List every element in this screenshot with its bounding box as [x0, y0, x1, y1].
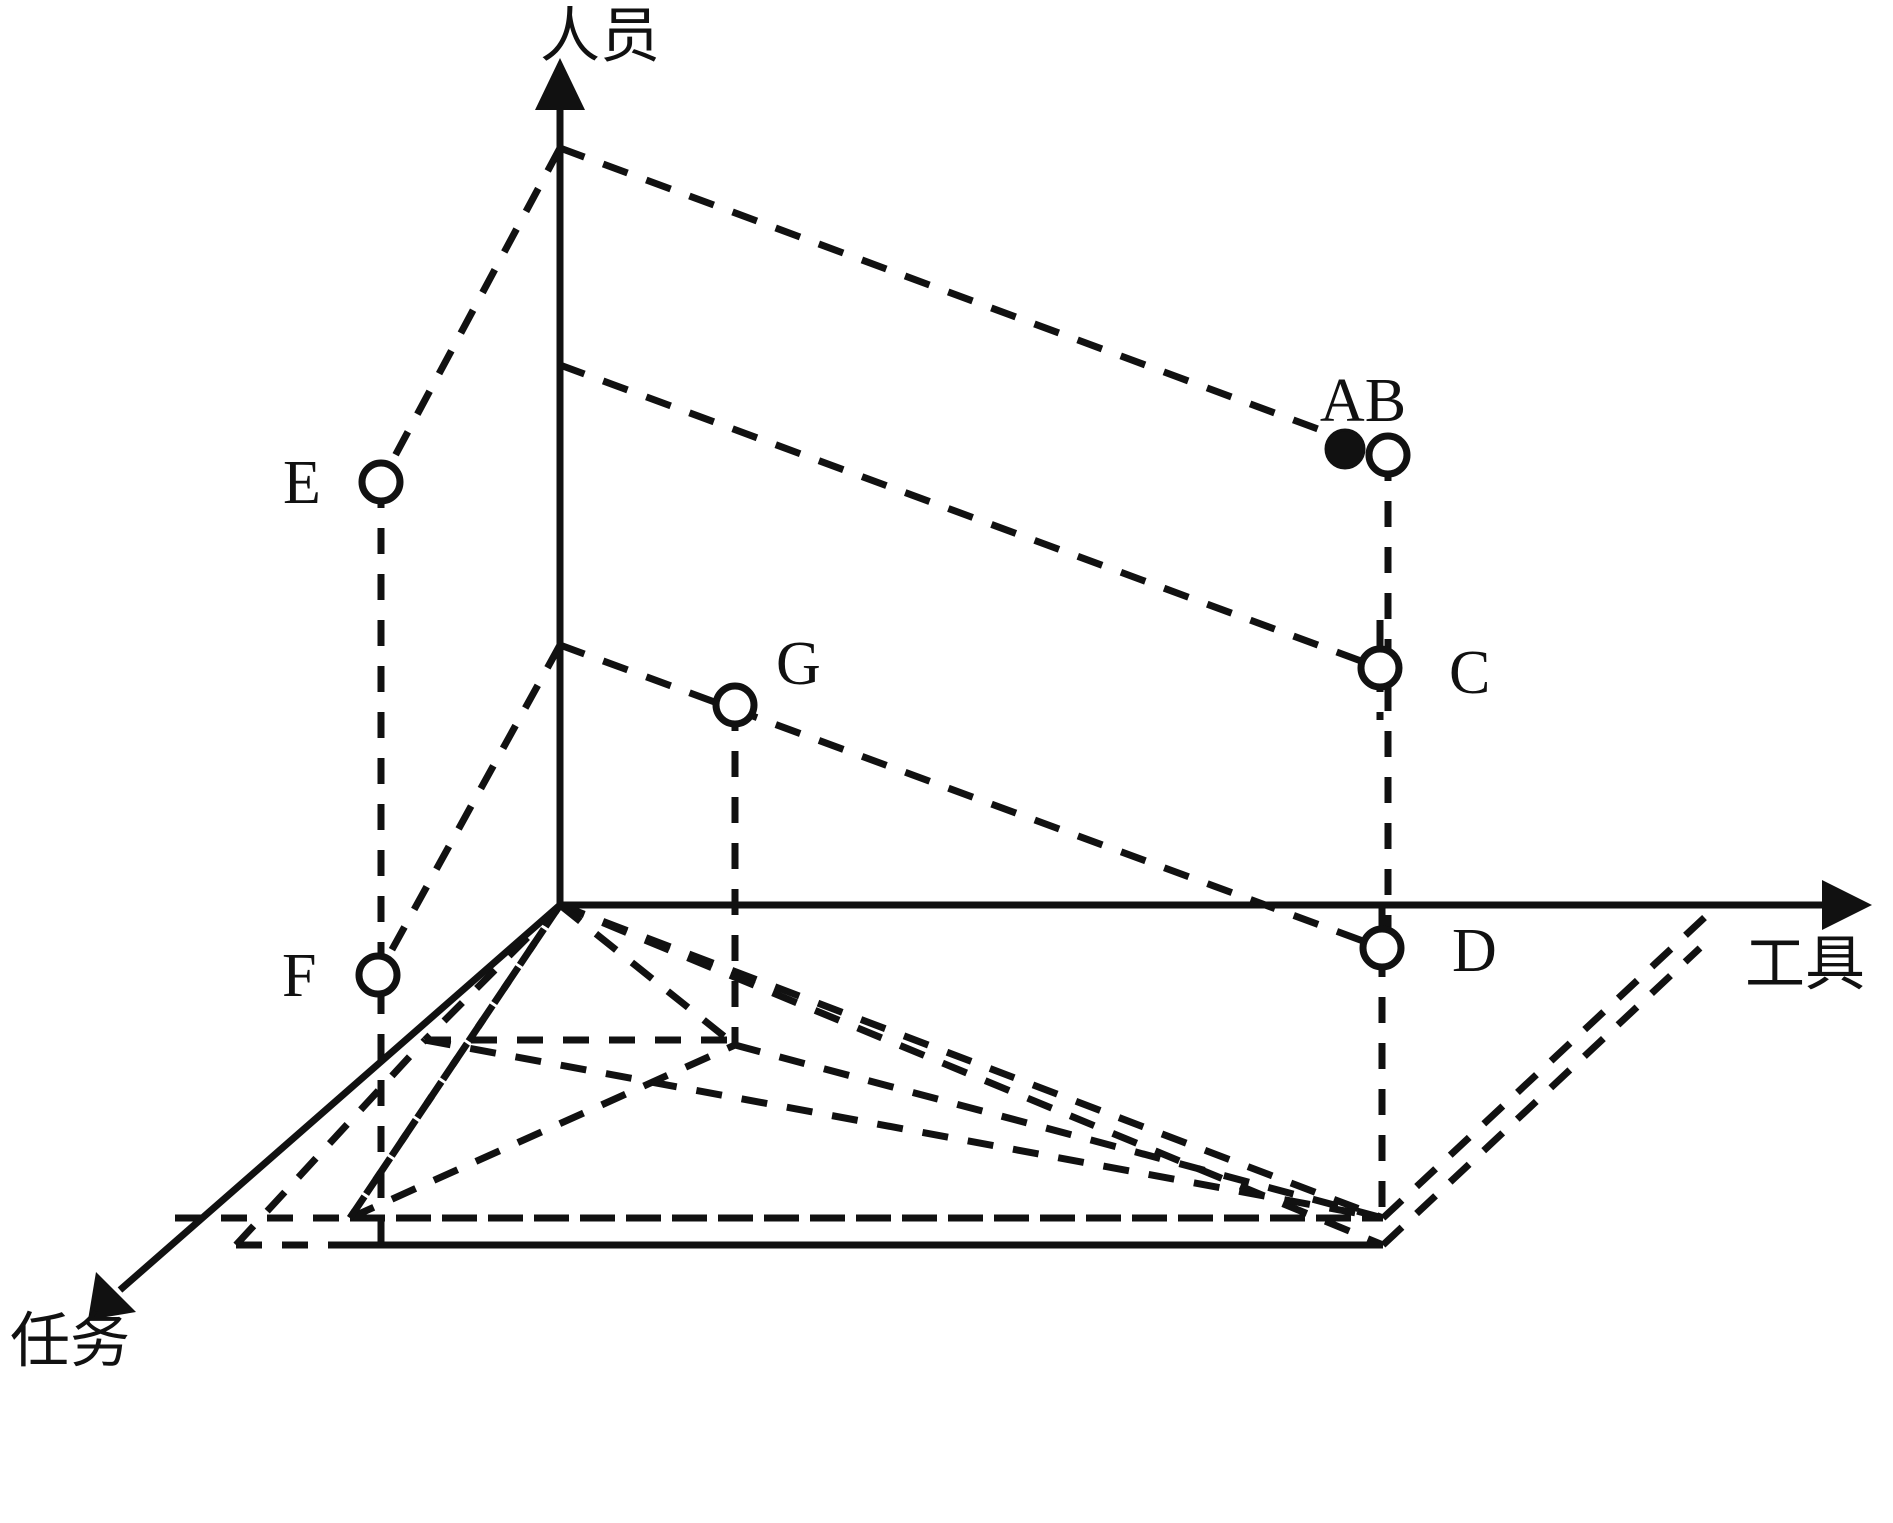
y-axis-label: 人员: [540, 2, 660, 72]
origin-ray-2: [558, 901, 1385, 1249]
origin-ray-1: [558, 901, 1385, 1222]
low-rail-to-d: [558, 641, 1384, 952]
left-face-top-diagonal: [377, 146, 564, 484]
point-marker-g[interactable]: [712, 682, 758, 728]
z-axis-arrowhead: [88, 1272, 136, 1320]
diag-cross-a: [734, 1041, 1384, 1222]
origin-ray-3: [557, 902, 738, 1048]
base-edge-right-diagonal: [1380, 902, 1721, 1221]
base-edge-right-diagonal-2: [1380, 945, 1703, 1248]
data-points-group: [355, 428, 1411, 998]
x-axis-arrowhead: [1822, 880, 1872, 930]
point-label-f: F: [282, 942, 316, 1010]
left-face-inner-horizontal: [233, 1037, 428, 1248]
point-marker-a[interactable]: [1324, 428, 1366, 470]
origin-ray-6: [348, 1041, 737, 1222]
diag-cross-b: [424, 1036, 1384, 1222]
x-axis-label: 工具: [1745, 930, 1865, 1000]
top-rail-to-ab: [558, 144, 1390, 459]
z-axis-line: [117, 902, 563, 1293]
axes-group: [88, 58, 1872, 1320]
point-label-c: C: [1449, 639, 1490, 707]
origin-ray-8: [347, 903, 563, 1220]
y-axis-arrowhead: [535, 58, 585, 110]
drop-lines-group: [731, 455, 1392, 1218]
mid-rail-to-c: [558, 361, 1382, 672]
origin-ray-4: [422, 902, 563, 1043]
point-marker-d[interactable]: [1359, 925, 1405, 971]
origin-rays-group: [347, 901, 1385, 1249]
z-axis-label: 任务: [10, 1307, 130, 1377]
left-face-mid-diagonal: [374, 643, 564, 977]
point-marker-e[interactable]: [358, 459, 404, 505]
data-labels-group: AB C D E F G: [282, 367, 1497, 1010]
point-marker-c[interactable]: [1357, 645, 1403, 691]
left-face-group: [233, 146, 735, 1248]
point-label-g: G: [776, 630, 821, 698]
point-marker-b[interactable]: [1365, 432, 1411, 478]
point-marker-f[interactable]: [355, 952, 401, 998]
point-label-ab: AB: [1320, 367, 1406, 435]
rear-plane-group: [558, 144, 1390, 952]
point-label-d: D: [1452, 917, 1497, 985]
point-label-e: E: [283, 449, 321, 517]
